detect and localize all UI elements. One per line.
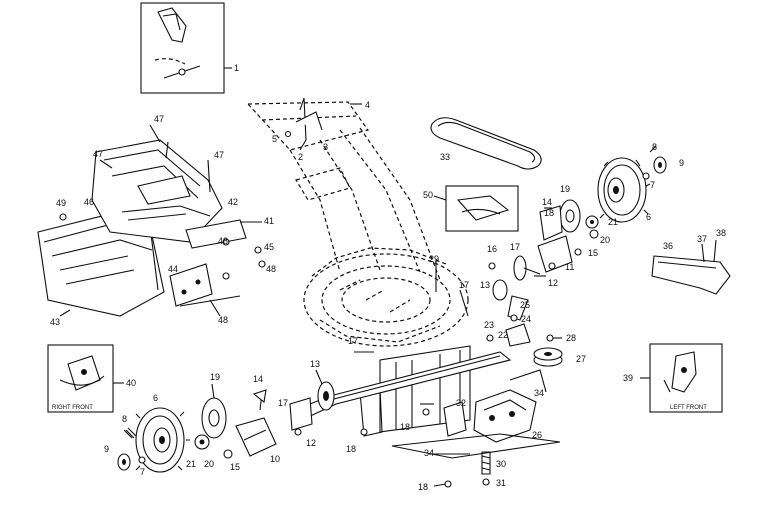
inset-caption-right: LEFT FRONT [670, 405, 707, 411]
callout-18c: 18 [346, 444, 356, 454]
fastener-49: 49 [56, 198, 67, 221]
side-shield: 36 37 38 [651, 228, 731, 295]
callout-37: 37 [697, 234, 707, 244]
callout-46: 46 [84, 197, 94, 207]
callout-47b: 47 [154, 114, 164, 124]
callout-25: 25 [520, 300, 530, 310]
catcher-frame: 47 47 47 46 42 [84, 114, 238, 243]
drive-belt: 33 [430, 117, 542, 170]
callout-36: 36 [663, 241, 673, 251]
center-fasteners: 29 17 17 23 22 24 [348, 254, 531, 353]
callout-1: 1 [234, 63, 239, 73]
callout-8b: 8 [122, 414, 127, 424]
callout-18: 18 [544, 208, 554, 218]
callout-34: 34 [534, 388, 544, 398]
callout-6: 6 [646, 212, 651, 222]
right-drive-assembly: 19 21 20 18 15 11 17 12 13 16 25 14 [480, 184, 618, 321]
callout-11: 11 [565, 262, 574, 272]
callout-20: 20 [600, 235, 610, 245]
callout-13: 13 [480, 280, 490, 290]
handle-assembly: 4 5 2 3 [246, 97, 441, 281]
mounting-brackets: 41 48 45 48 44 48 [168, 216, 276, 325]
callout-50: 50 [423, 190, 433, 200]
callout-20b: 20 [204, 459, 214, 469]
inset-caption-left: RIGHT FRONT [52, 405, 93, 411]
callout-12b: 12 [306, 438, 316, 448]
callout-18: 18 [418, 482, 428, 492]
callout-28: 28 [566, 333, 576, 343]
callout-21: 21 [608, 217, 618, 227]
callout-44: 44 [168, 264, 178, 274]
transmission-frame: 26 34 32 18 18 34 30 31 18 [346, 345, 561, 492]
callout-47a: 47 [93, 149, 103, 159]
right-wheel: 8 9 7 6 [597, 142, 684, 223]
inset-part-1: 1 [140, 2, 239, 94]
callout-9b: 9 [104, 444, 109, 454]
callout-17b: 17 [459, 280, 469, 290]
callout-39: 39 [623, 373, 633, 383]
callout-23: 23 [484, 320, 494, 330]
callout-45: 45 [264, 242, 274, 252]
callout-4: 4 [365, 100, 370, 110]
callout-40: 40 [126, 378, 136, 388]
blade-pulley: 28 27 [533, 333, 586, 367]
callout-18b: 18 [400, 422, 410, 432]
callout-17c: 17 [348, 336, 358, 346]
callout-26: 26 [532, 430, 542, 440]
callout-17d: 17 [278, 398, 288, 408]
callout-15: 15 [588, 248, 598, 258]
callout-19: 19 [560, 184, 570, 194]
mower-deck [303, 247, 469, 347]
callout-49: 49 [56, 198, 66, 208]
callout-42: 42 [228, 197, 238, 207]
callout-38: 38 [716, 228, 726, 238]
callout-2: 2 [298, 152, 303, 162]
callout-5: 5 [272, 134, 277, 144]
callout-9: 9 [679, 158, 684, 168]
callout-30: 30 [496, 459, 506, 469]
callout-48b: 48 [266, 264, 276, 274]
callout-47c: 47 [214, 150, 224, 160]
callout-16: 16 [487, 244, 497, 254]
callout-19b: 19 [210, 372, 220, 382]
callout-6b: 6 [153, 393, 158, 403]
callout-15b: 15 [230, 462, 240, 472]
inset-left-front: LEFT FRONT 39 [623, 343, 723, 413]
left-wheel: 6 9 8 7 [104, 393, 190, 477]
callout-48c: 48 [218, 315, 228, 325]
callout-43: 43 [50, 317, 60, 327]
inset-part-50: 50 [423, 185, 519, 232]
callout-10: 10 [270, 454, 280, 464]
callout-31: 31 [496, 478, 506, 488]
callout-48a: 48 [218, 236, 228, 246]
callout-14: 14 [542, 197, 552, 207]
callout-3: 3 [323, 142, 328, 152]
callout-22: 22 [498, 330, 508, 340]
callout-17: 17 [510, 242, 520, 252]
left-drive-assembly: 13 17 12 10 14 15 19 20 21 [186, 359, 335, 472]
callout-24: 24 [521, 314, 531, 324]
callout-7b: 7 [140, 467, 145, 477]
callout-13b: 13 [310, 359, 320, 369]
callout-7: 7 [650, 180, 655, 190]
callout-29: 29 [429, 254, 439, 264]
callout-21b: 21 [186, 459, 196, 469]
callout-8: 8 [652, 142, 657, 152]
callout-41: 41 [264, 216, 274, 226]
inset-right-front: RIGHT FRONT 40 [47, 344, 136, 413]
callout-12: 12 [548, 278, 558, 288]
callout-33: 33 [440, 152, 450, 162]
callout-27: 27 [576, 354, 586, 364]
callout-14b: 14 [253, 374, 263, 384]
callout-32: 32 [456, 398, 466, 408]
